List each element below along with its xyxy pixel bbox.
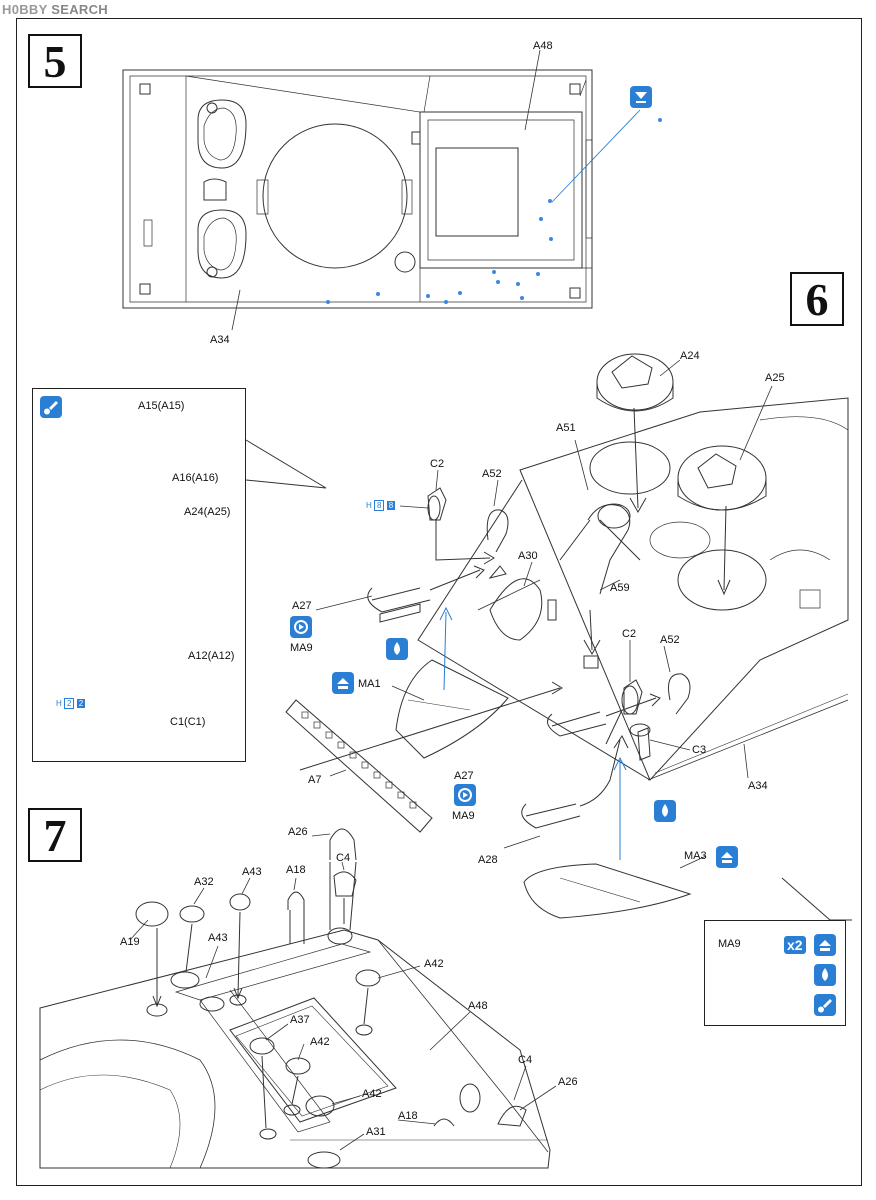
locator-dots: [326, 118, 662, 304]
label-a48-bot: A48: [468, 1000, 488, 1012]
label-a28: A28: [478, 854, 498, 866]
label-a18-b: A18: [398, 1110, 418, 1122]
label-a30: A30: [518, 550, 538, 562]
rotate-flip-icon-2: [454, 784, 476, 806]
paint-ref-h8-h: H: [366, 501, 372, 510]
label-ma9-b: MA9: [452, 810, 475, 822]
label-a52-a: A52: [482, 468, 502, 480]
label-inset-a24: A24(A25): [184, 506, 231, 518]
label-a42-c: A42: [362, 1088, 382, 1100]
step-5-number: 5: [28, 34, 82, 88]
label-ma1: MA1: [358, 678, 381, 690]
paint-ref-h8-n1: 8: [374, 500, 385, 511]
upward-arrow-icon: [332, 672, 354, 694]
label-a19: A19: [120, 936, 140, 948]
label-ma9-a: MA9: [290, 642, 313, 654]
label-a51: A51: [556, 422, 576, 434]
glue-drop-icon: [386, 638, 408, 660]
label-c3: C3: [692, 744, 707, 756]
label-a32: A32: [194, 876, 214, 888]
watermark-logo: H0BBY SEARCH: [2, 2, 108, 17]
label-a34-mid: A34: [748, 780, 768, 792]
quantity-x2-badge: x2: [784, 936, 806, 954]
label-inset-a16: A16(A16): [172, 472, 219, 484]
label-a27-a: A27: [292, 600, 312, 612]
a7-strip-notches: [301, 711, 417, 809]
label-a24: A24: [680, 350, 700, 362]
label-a26-a: A26: [288, 826, 308, 838]
label-a27-b: A27: [454, 770, 474, 782]
paint-ref-h8: H 8 8: [366, 500, 396, 512]
paint-ref-h2-h: H: [56, 699, 62, 708]
paint-ref-h2-n2: 2: [76, 699, 86, 708]
watermark-brand: H0BBY: [2, 2, 48, 17]
label-a59: A59: [610, 582, 630, 594]
label-a52-b: A52: [660, 634, 680, 646]
label-a43-b: A43: [208, 932, 228, 944]
paint-brush-icon-2: [814, 994, 836, 1016]
label-inset-a15: A15(A15): [138, 400, 185, 412]
label-c4-b: C4: [518, 1054, 533, 1066]
label-a37: A37: [290, 1014, 310, 1026]
step7-roof-details: [39, 828, 557, 1169]
label-a34-top: A34: [210, 334, 230, 346]
rotate-flip-icon: [290, 616, 312, 638]
label-ma3: MA3: [684, 850, 707, 862]
upward-arrow-icon-2: [716, 846, 738, 868]
upward-arrow-icon-3: [814, 934, 836, 956]
label-inset-c1: C1(C1): [170, 716, 206, 728]
label-a43-a: A43: [242, 866, 262, 878]
paint-ref-h8-n2: 8: [386, 501, 396, 510]
step6-turret-roof: [285, 353, 849, 919]
label-inset-a12: A12(A12): [188, 650, 235, 662]
label-a7: A7: [308, 774, 322, 786]
cut-off-icon: [630, 86, 652, 108]
hatch-detail-inset: [32, 388, 246, 762]
label-c4-a: C4: [336, 852, 351, 864]
label-a25: A25: [765, 372, 785, 384]
paint-ref-h2-n1: 2: [64, 698, 75, 709]
glue-drop-icon-3: [814, 964, 836, 986]
label-a48-top: A48: [533, 40, 553, 52]
label-a26-b: A26: [558, 1076, 578, 1088]
label-a31: A31: [366, 1126, 386, 1138]
label-a42-a: A42: [424, 958, 444, 970]
label-a18-a: A18: [286, 864, 306, 876]
label-ma9-inset: MA9: [718, 938, 741, 950]
paint-ref-h2: H 2 2: [56, 698, 86, 710]
label-a42-b: A42: [310, 1036, 330, 1048]
inset-pointer: [245, 439, 327, 489]
glue-drop-icon-2: [654, 800, 676, 822]
step-6-number: 6: [790, 272, 844, 326]
step-7-number: 7: [28, 808, 82, 862]
paint-brush-icon: [40, 396, 62, 418]
step5-hull-plate: [122, 49, 641, 331]
label-c2-b: C2: [622, 628, 637, 640]
instruction-frame: [16, 18, 862, 1186]
label-c2-a: C2: [430, 458, 445, 470]
watermark-word: SEARCH: [51, 2, 108, 17]
